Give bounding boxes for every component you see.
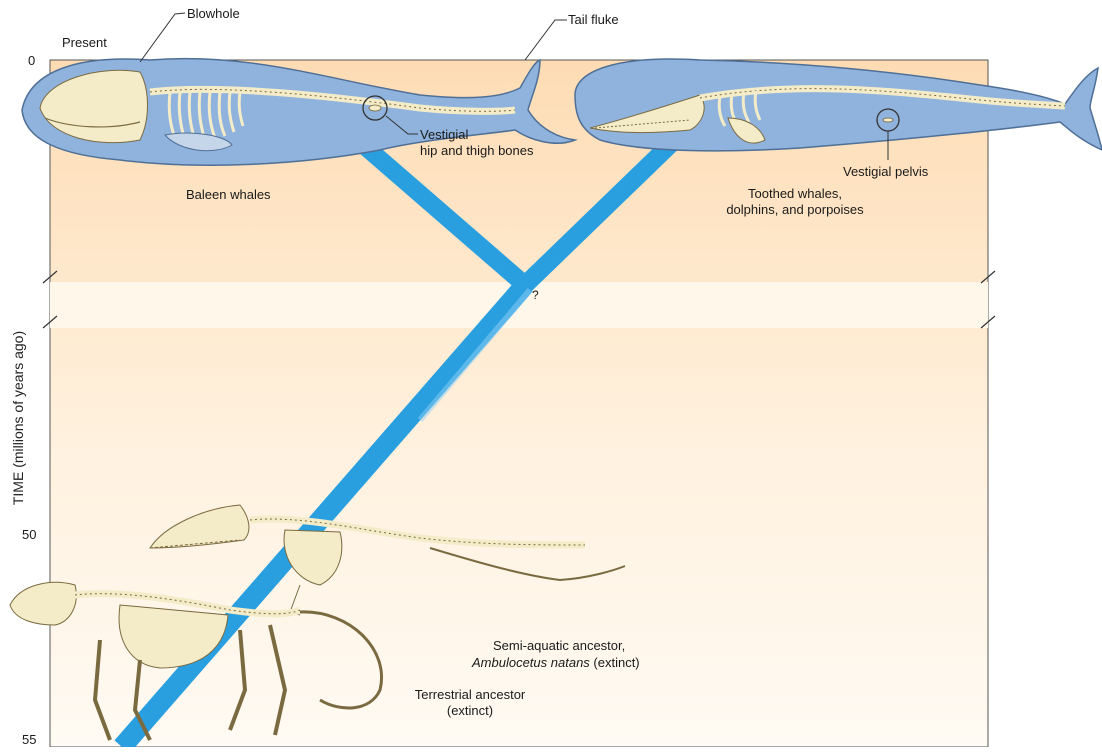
tick-55: 55 [22, 732, 36, 747]
terrestrial-label-line1: Terrestrial ancestor [390, 687, 550, 702]
semi-aquatic-extinct-note: (extinct) [590, 655, 640, 670]
branch-point-question: ? [532, 288, 539, 302]
tick-0: 0 [28, 53, 35, 68]
blowhole-label: Blowhole [187, 6, 240, 21]
vestigial-pelvis-label: Vestigial pelvis [843, 164, 928, 179]
semi-aquatic-species-name: Ambulocetus natans [472, 655, 590, 670]
vestigial-hip-label-line2: hip and thigh bones [420, 143, 533, 158]
semi-aquatic-label-line2: Ambulocetus natans (extinct) [472, 655, 640, 670]
blowhole-leader [140, 13, 185, 62]
tick-50: 50 [22, 527, 36, 542]
tail-fluke-label: Tail fluke [568, 12, 619, 27]
tail-fluke-leader [525, 20, 567, 60]
toothed-whale-illustration [575, 59, 1102, 151]
toothed-whales-label-line2: dolphins, and porpoises [690, 202, 900, 217]
time-axis-title: TIME (millions of years ago) [10, 318, 26, 518]
vestigial-hip-label-line1: Vestigial [420, 127, 468, 142]
present-label: Present [62, 35, 107, 50]
toothed-whales-label-line1: Toothed whales, [690, 186, 900, 201]
terrestrial-label-line2: (extinct) [390, 703, 550, 718]
baleen-whales-label: Baleen whales [186, 187, 271, 202]
semi-aquatic-label-line1: Semi-aquatic ancestor, [493, 638, 625, 653]
